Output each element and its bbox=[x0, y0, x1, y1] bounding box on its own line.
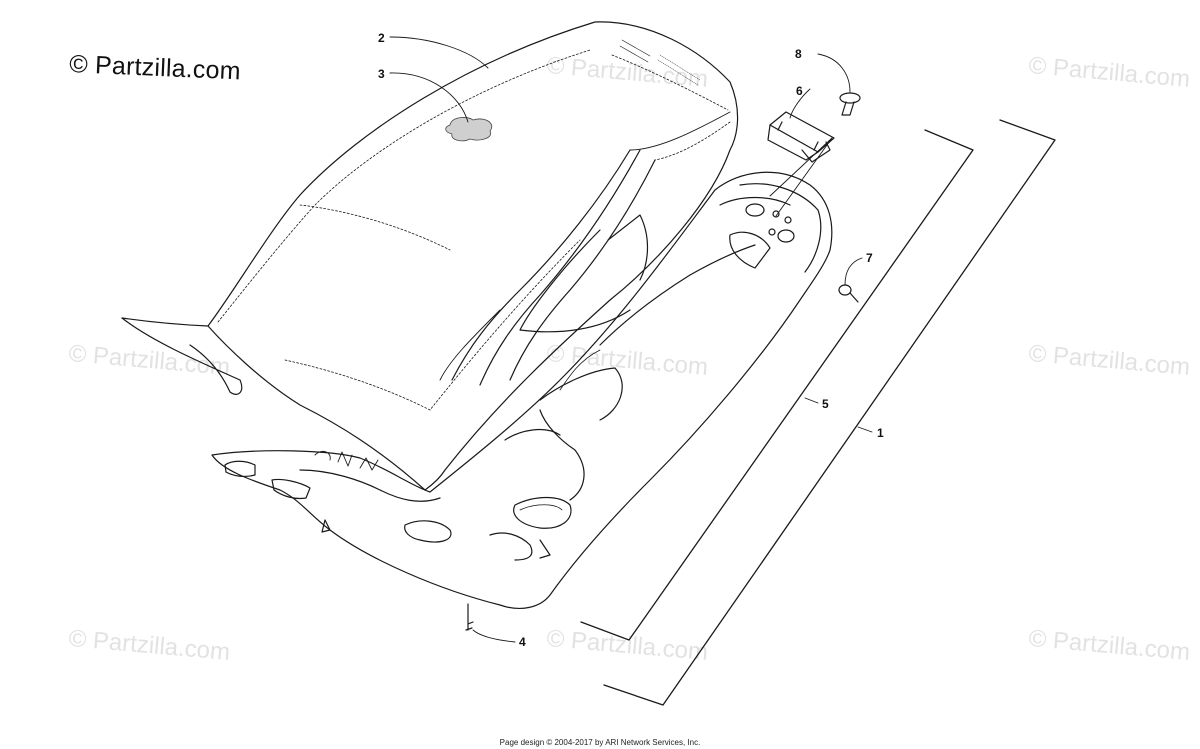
callout-labels: 1 2 3 4 5 6 7 8 bbox=[378, 31, 884, 649]
callout-1: 1 bbox=[877, 426, 884, 440]
callout-3: 3 bbox=[378, 67, 385, 81]
group-bracket-5 bbox=[580, 129, 974, 641]
seat-base bbox=[211, 171, 833, 609]
foam-patch bbox=[445, 117, 493, 142]
push-rivet bbox=[838, 284, 859, 303]
leader-lines bbox=[389, 36, 873, 643]
callout-6: 6 bbox=[796, 84, 803, 98]
seat-cushion bbox=[121, 21, 739, 491]
callout-5: 5 bbox=[822, 397, 829, 411]
latch-bracket bbox=[767, 111, 835, 163]
bolt bbox=[839, 92, 861, 116]
callout-4: 4 bbox=[519, 635, 526, 649]
callout-8: 8 bbox=[795, 47, 802, 61]
callout-7: 7 bbox=[866, 251, 873, 265]
group-bracket-1 bbox=[603, 119, 1056, 706]
page-footer: Page design © 2004-2017 by ARI Network S… bbox=[499, 738, 701, 747]
callout-2: 2 bbox=[378, 31, 385, 45]
clip bbox=[465, 603, 474, 631]
